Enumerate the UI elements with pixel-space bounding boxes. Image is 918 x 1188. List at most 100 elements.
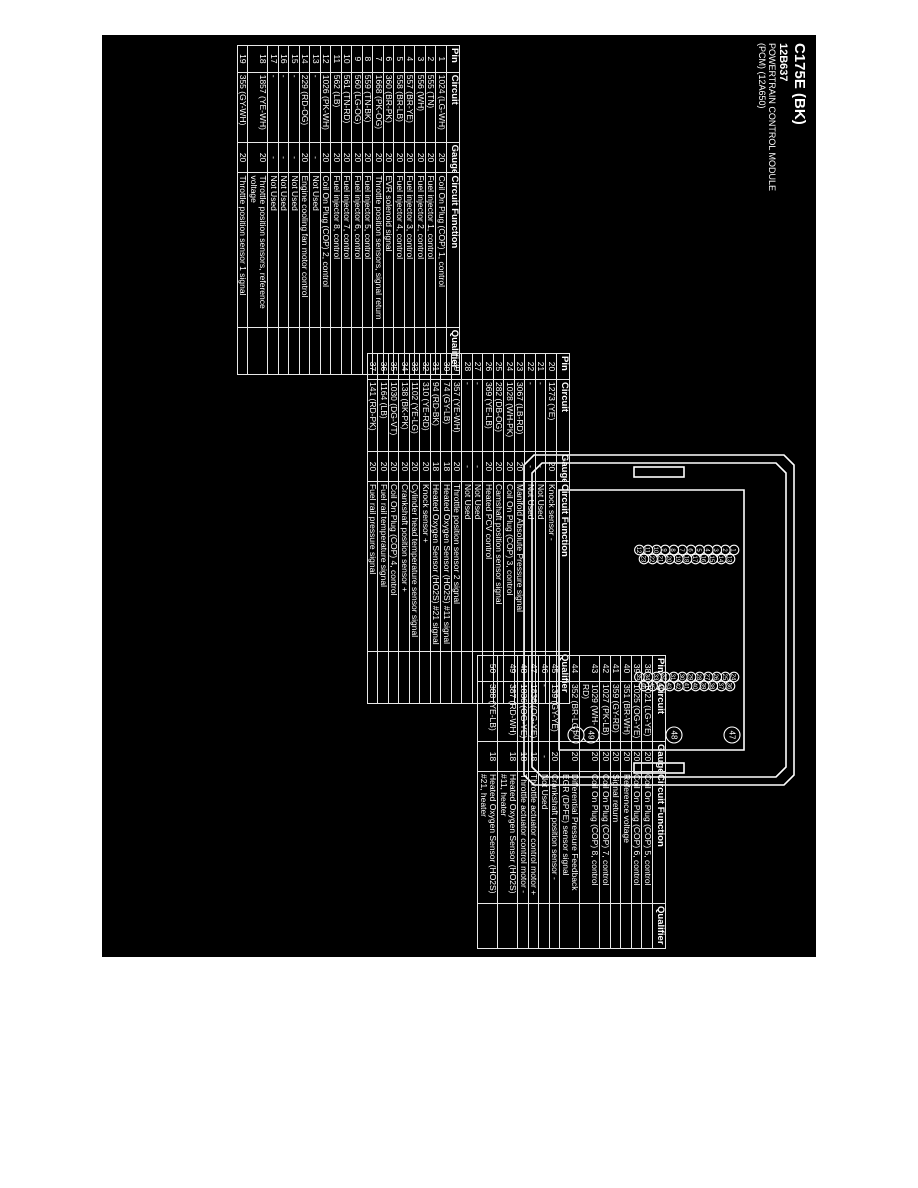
col-circuit: Circuit	[556, 379, 570, 452]
qualifier-cell	[248, 327, 268, 375]
rotated-page: C175E (BK) 12B637 POWERTRAIN CONTROL MOD…	[102, 35, 816, 957]
circuit-cell: 352 (BR-LG)	[560, 681, 580, 742]
pin-label: 18	[682, 556, 688, 563]
qualifier-cell	[399, 651, 410, 704]
function-cell: Not Used	[462, 481, 473, 652]
col-function: Circuit Function	[556, 481, 570, 652]
pin-label: 40	[691, 683, 697, 690]
circuit-cell: 351 (BR-WH)	[621, 681, 632, 742]
gauge-cell: 20	[415, 142, 426, 173]
circuit-cell: 138 (BK-PK)	[399, 379, 410, 452]
circuit-cell: 556 (WH)	[415, 72, 426, 143]
circuit-cell: 369 (YE-LB)	[483, 379, 494, 452]
connector-pin: 25	[720, 671, 731, 683]
pin-cell: 15	[289, 45, 300, 73]
gauge-cell: 20	[493, 451, 504, 482]
table-row: 13--Not Used	[310, 45, 321, 375]
qualifier-cell	[278, 327, 289, 375]
gauge-cell: -	[268, 142, 279, 173]
gauge-cell: 20	[580, 741, 600, 772]
gauge-cell: 20	[504, 451, 515, 482]
qualifier-cell	[352, 327, 363, 375]
circuit-cell: -	[525, 379, 536, 452]
gauge-cell: 20	[546, 451, 557, 482]
pin-label: 1	[729, 548, 735, 552]
function-cell: Coil On Plug (COP) 5, control	[642, 771, 653, 904]
circuit-cell: 1836 (OG-YE)	[528, 681, 539, 742]
function-cell: Coil On Plug (COP) 4, control	[388, 481, 399, 652]
gauge-cell: 20	[388, 451, 399, 482]
pin-cell: 14	[299, 45, 310, 73]
function-cell: Coil On Plug (COP) 3, control	[504, 481, 515, 652]
function-cell: Fuel injector 5, control	[362, 172, 373, 328]
function-cell: EVR solenoid signal	[383, 172, 394, 328]
table-row: 21--Not Used	[535, 353, 546, 704]
pin-label: 30	[678, 674, 684, 681]
pin-cell: 29	[451, 353, 462, 380]
function-cell: Heated Oxygen Sensor (HO2S) #21, heater	[478, 771, 498, 904]
circuit-cell: 559 (TN-BK)	[362, 72, 373, 143]
table-row: 15--Not Used	[289, 45, 300, 375]
gauge-cell: -	[462, 451, 473, 482]
circuit-cell: 1030 (DG-VT)	[388, 379, 399, 452]
function-cell: Fuel rail pressure signal	[367, 481, 378, 652]
pin-label: 22	[648, 556, 654, 563]
qualifier-cell	[631, 903, 642, 949]
pin-cell: 42	[600, 655, 611, 682]
connector-pin: 10	[651, 544, 662, 556]
pin-label: 29	[686, 674, 692, 681]
function-cell: Manifold Absolute Pressure signal	[514, 481, 525, 652]
pin-cell: 10	[341, 45, 352, 73]
pin-label: 45	[648, 683, 654, 690]
function-cell: Crankshaft position sensor +	[399, 481, 410, 652]
circuit-cell: 555 (TN)	[425, 72, 436, 143]
pin-circle	[665, 726, 683, 744]
function-cell: Not Used	[525, 481, 536, 652]
pin-label: 50	[571, 731, 580, 740]
col-gauge: Gauge	[446, 142, 460, 173]
col-pin: Pin	[556, 353, 570, 380]
module-name: POWERTRAIN CONTROL MODULE	[767, 43, 777, 192]
pin-cell: 8	[362, 45, 373, 73]
pin-label: 25	[721, 674, 727, 681]
function-cell: Throttle position sensors, reference vol…	[248, 172, 268, 328]
circuit-cell: 558 (BR-LB)	[394, 72, 405, 143]
pin-cell: 34	[399, 353, 410, 380]
connector-pin: 18	[681, 553, 693, 565]
pin-label: 38	[708, 683, 714, 690]
pinout-table-2: Pin Circuit Gauge Circuit Function Quali…	[367, 353, 570, 704]
pin-label: 16	[700, 556, 706, 563]
table-row: 16--Not Used	[278, 45, 289, 375]
circuit-cell: 388 (YE-LB)	[478, 681, 498, 742]
pin-cell: 17	[268, 45, 279, 73]
pin-label: 41	[682, 683, 688, 690]
pin-label: 8	[669, 548, 675, 552]
table-header-row: Pin Circuit Gauge Circuit Function Quali…	[556, 353, 570, 704]
pin-cell: 30	[441, 353, 452, 380]
gauge-cell: -	[472, 451, 483, 482]
gauge-cell: 18	[441, 451, 452, 482]
qualifier-cell	[299, 327, 310, 375]
qualifier-cell	[378, 651, 389, 704]
pin-label: 47	[727, 731, 736, 740]
qualifier-cell	[310, 327, 321, 375]
pin-label: 27	[704, 674, 710, 681]
gauge-cell: 20	[341, 142, 352, 173]
function-cell: Throttle actuator control motor -	[518, 771, 529, 904]
function-cell: Signal return	[610, 771, 621, 904]
pin-circle	[723, 726, 741, 744]
circuit-cell: 1025 (OG-YE)	[631, 681, 642, 742]
